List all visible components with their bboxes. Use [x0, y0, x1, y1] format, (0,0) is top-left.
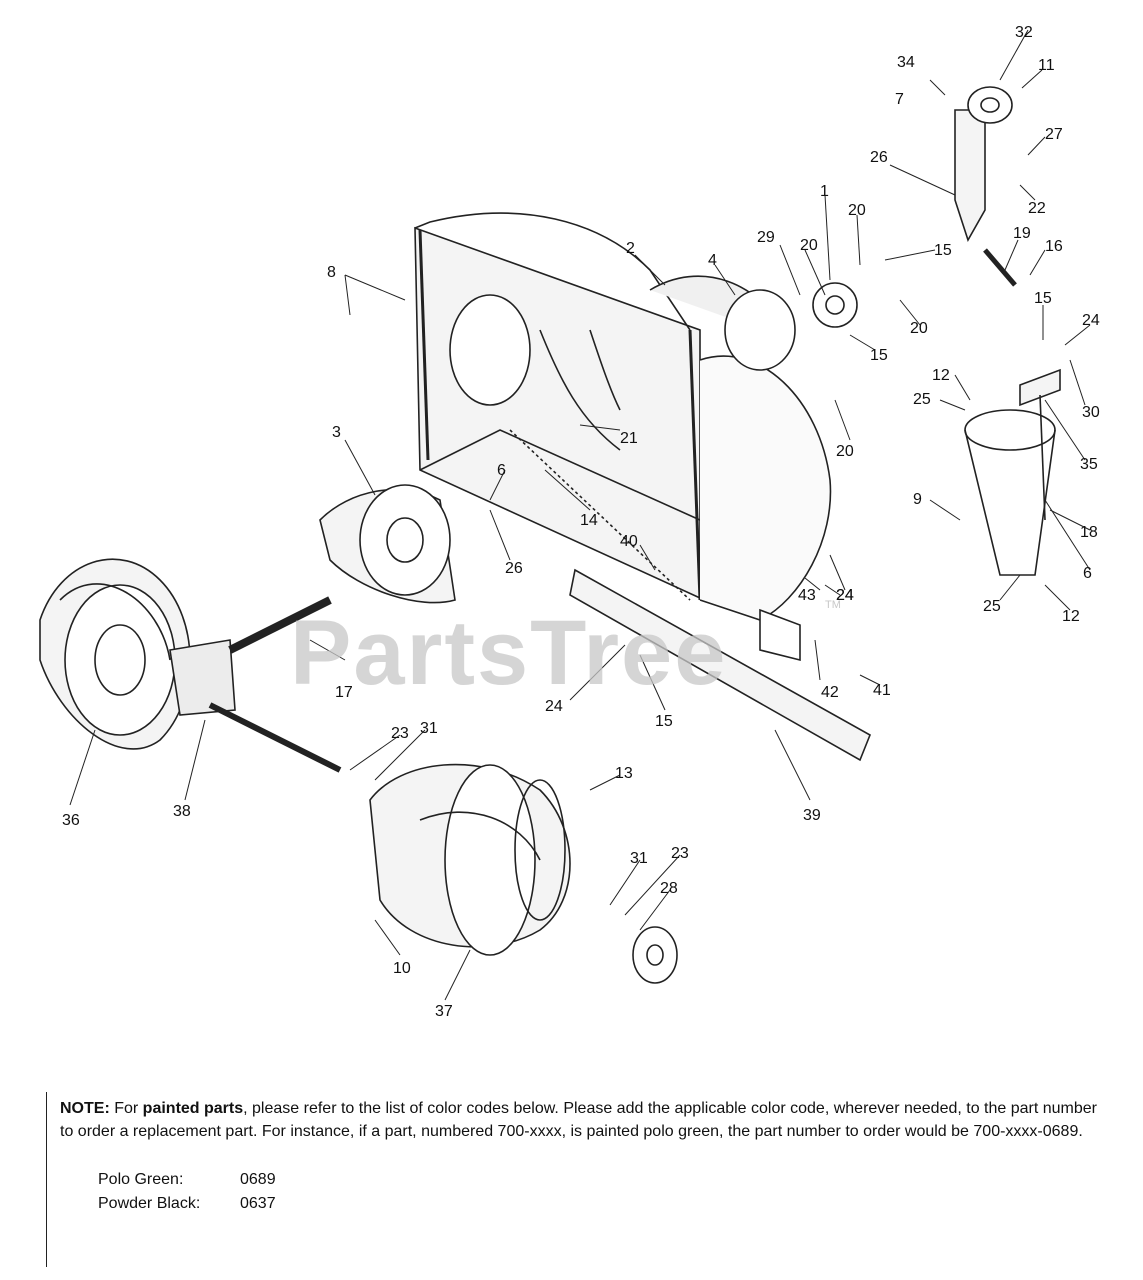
- color-code-row: Polo Green: 0689: [98, 1168, 276, 1192]
- impeller-housing: [649, 275, 858, 371]
- color-code-list: Polo Green: 0689 Powder Black: 0637: [98, 1168, 276, 1216]
- note-text-1: For: [109, 1100, 143, 1117]
- callout-label: 22: [1028, 200, 1046, 217]
- watermark-text: PartsTree: [290, 602, 727, 704]
- callout-label: 11: [1038, 57, 1055, 74]
- callout-label: 25: [983, 598, 1001, 615]
- callout-label: 30: [1082, 404, 1100, 421]
- callout-label: 20: [800, 237, 818, 254]
- callout-label: 14: [580, 512, 598, 529]
- impeller: [319, 484, 456, 604]
- callout-label: 40: [620, 533, 638, 550]
- callout-label: 16: [1045, 238, 1063, 255]
- callout-label: 42: [821, 684, 839, 701]
- color-code: 0637: [240, 1195, 276, 1212]
- callout-label: 24: [836, 587, 854, 604]
- callout-label: 23: [391, 725, 409, 742]
- callout-label: 23: [671, 845, 689, 862]
- callout-label: 10: [393, 960, 411, 977]
- callout-label: 20: [848, 202, 866, 219]
- left-auger: [39, 558, 191, 750]
- painted-parts-note: NOTE: For painted parts, please refer to…: [60, 1097, 1100, 1143]
- callout-label: 15: [1034, 290, 1052, 307]
- note-prefix: NOTE:: [60, 1100, 110, 1117]
- callout-label: 4: [708, 252, 717, 269]
- note-divider: [46, 1092, 47, 1267]
- right-auger: [369, 763, 571, 956]
- callout-label: 26: [505, 560, 523, 577]
- callout-label: 9: [913, 491, 922, 508]
- callout-label: 35: [1080, 456, 1098, 473]
- callout-label: 27: [1045, 126, 1063, 143]
- callout-label: 31: [420, 720, 438, 737]
- chute-bracket: [954, 86, 1017, 287]
- callout-label: 21: [620, 430, 638, 447]
- callout-label: 1: [820, 183, 829, 200]
- callout-label: 24: [545, 698, 563, 715]
- callout-label: 43: [798, 587, 816, 604]
- callout-label: 34: [897, 54, 915, 71]
- callout-label: 15: [870, 347, 888, 364]
- callout-label: 6: [1083, 565, 1092, 582]
- callout-label: 24: [1082, 312, 1100, 329]
- note-bold: painted parts: [142, 1100, 244, 1117]
- callout-label: 2: [626, 240, 635, 257]
- leader-lines: [69, 29, 1091, 1001]
- color-code-row: Powder Black: 0637: [98, 1192, 276, 1216]
- color-code: 0689: [240, 1171, 276, 1188]
- color-name: Polo Green:: [98, 1171, 184, 1188]
- callout-label: 18: [1080, 524, 1098, 541]
- callout-label: 32: [1015, 24, 1033, 41]
- callout-labels: 34 7 32 11 27 26 22 1 20 29 20 15 19 16 …: [62, 24, 1100, 1020]
- callout-label: 24: [836, 587, 854, 604]
- callout-label: 12: [932, 367, 950, 384]
- callout-label: 12: [1062, 608, 1080, 625]
- callout-label: 36: [62, 812, 80, 829]
- callout-label: 31: [630, 850, 648, 867]
- callout-label: 20: [910, 320, 928, 337]
- bearing-flange: [632, 926, 678, 984]
- callout-label: 38: [173, 803, 191, 820]
- shave-plate: [569, 568, 872, 762]
- callout-label: 37: [435, 1003, 453, 1020]
- callout-label: 20: [836, 443, 854, 460]
- callout-label: 25: [913, 391, 931, 408]
- callout-label: 6: [497, 462, 506, 479]
- callout-label: 8: [327, 264, 336, 281]
- chute-base: [964, 368, 1061, 576]
- auger-housing: [414, 212, 832, 621]
- callout-label: 13: [615, 765, 633, 782]
- callout-label: 41: [873, 682, 891, 699]
- callout-label: 26: [870, 149, 888, 166]
- callout-label: 39: [803, 807, 821, 824]
- callout-label: 7: [895, 91, 904, 108]
- watermark-trademark: TM: [825, 599, 841, 611]
- callout-label: 15: [655, 713, 673, 730]
- exploded-parts-diagram: PartsTree TM 34 7 32 11 27 26 22 1 20 29…: [39, 24, 1100, 1020]
- callout-label: 19: [1013, 225, 1031, 242]
- note-text-2: , please refer to the list of color code…: [60, 1100, 1097, 1140]
- callout-label: 3: [332, 424, 341, 441]
- callout-label: 15: [934, 242, 952, 259]
- callout-label: 17: [335, 684, 353, 701]
- color-name: Powder Black:: [98, 1195, 201, 1212]
- gearbox-shaft: [169, 596, 342, 773]
- callout-label: 29: [757, 229, 775, 246]
- callout-label: 28: [660, 880, 678, 897]
